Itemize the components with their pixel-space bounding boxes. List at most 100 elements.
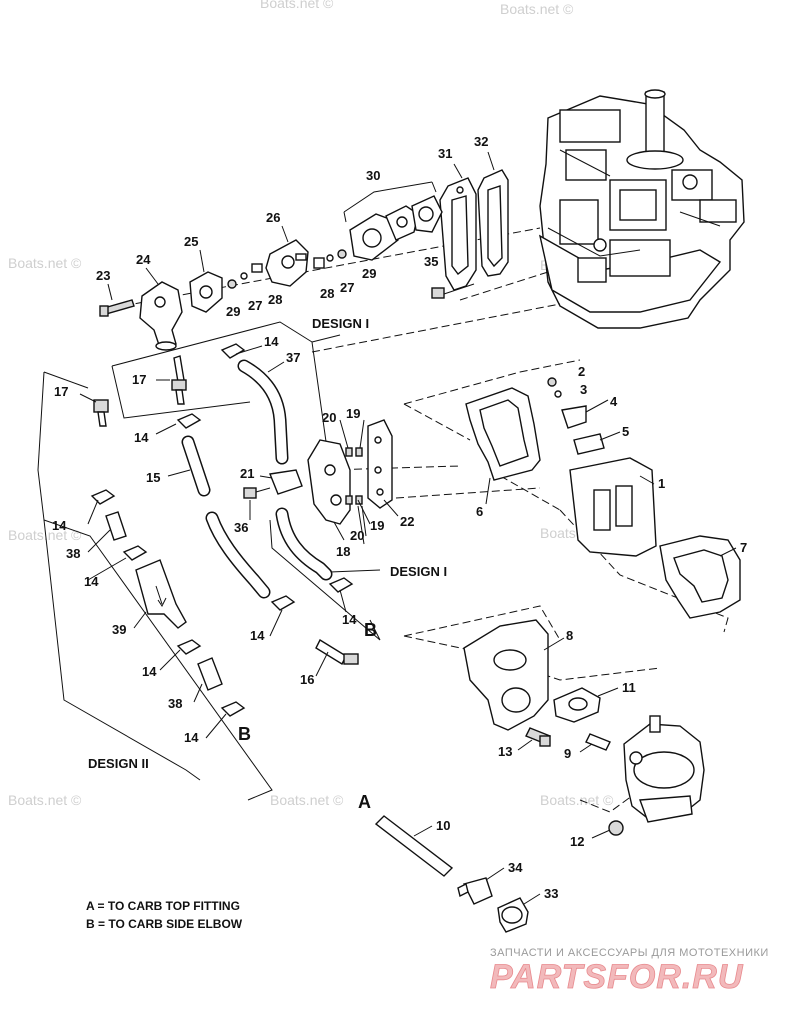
legend-line-a: A = TO CARB TOP FITTING bbox=[86, 899, 240, 913]
design-labels: DESIGN I DESIGN I DESIGN II B B A bbox=[88, 316, 447, 812]
part-label-38-upper: 38 bbox=[66, 546, 80, 561]
design-2-outline bbox=[37, 371, 273, 801]
design-1-lower-hoses bbox=[205, 507, 333, 599]
part-38-tube-lower bbox=[197, 657, 223, 691]
part-label-33: 33 bbox=[544, 886, 558, 901]
marker-a: A bbox=[358, 792, 371, 812]
design-1-label-bottom: DESIGN I bbox=[390, 564, 447, 579]
design-1-label-top: DESIGN I bbox=[312, 316, 369, 331]
parts-27-29-small bbox=[227, 249, 347, 289]
part-30-plate bbox=[343, 181, 443, 261]
part-4-clip bbox=[561, 405, 587, 429]
part-label-24: 24 bbox=[136, 252, 151, 267]
part-label-14-design1-c: 14 bbox=[342, 612, 357, 627]
watermark-text: Boats.net © bbox=[260, 0, 334, 11]
part-label-3: 3 bbox=[580, 382, 587, 397]
marker-b-design-2: B bbox=[238, 724, 251, 744]
part-label-16: 16 bbox=[300, 672, 314, 687]
part-label-36: 36 bbox=[234, 520, 248, 535]
part-16-fitting bbox=[315, 639, 359, 665]
part-35-bolt bbox=[431, 283, 475, 299]
marker-b-design-1: B bbox=[364, 620, 377, 640]
part-label-14-design2-d: 14 bbox=[184, 730, 199, 745]
part-26-housing bbox=[265, 239, 309, 287]
watermark-text: Boats.net © bbox=[270, 792, 344, 808]
design-2-label: DESIGN II bbox=[88, 756, 149, 771]
part-label-20a: 20 bbox=[322, 410, 336, 425]
part-label-28a: 28 bbox=[268, 292, 282, 307]
part-label-22: 22 bbox=[400, 514, 414, 529]
part-31-cover bbox=[439, 177, 477, 291]
shop-tagline: ЗАПЧАСТИ И АКСЕССУАРЫ ДЛЯ МОТОТЕХНИКИ bbox=[490, 947, 769, 959]
part-label-23: 23 bbox=[96, 268, 110, 283]
part-label-37: 37 bbox=[286, 350, 300, 365]
part-label-30: 30 bbox=[366, 168, 380, 183]
part-label-20b: 20 bbox=[350, 528, 364, 543]
part-label-10: 10 bbox=[436, 818, 450, 833]
part-38-tube-upper bbox=[105, 511, 127, 541]
part-label-15: 15 bbox=[146, 470, 160, 485]
shop-logo: PARTSFOR.RU bbox=[490, 958, 744, 996]
part-label-13: 13 bbox=[498, 744, 512, 759]
part-17-fitting-design-1 bbox=[171, 355, 187, 405]
part-label-18: 18 bbox=[336, 544, 350, 559]
part-label-8: 8 bbox=[566, 628, 573, 643]
part-39-fuel-filter bbox=[135, 559, 187, 629]
part-1-reed-block bbox=[569, 457, 657, 557]
part-15-hose bbox=[181, 435, 211, 497]
part-label-26: 26 bbox=[266, 210, 280, 225]
part-5-reed bbox=[573, 433, 605, 455]
part-9-stud bbox=[585, 733, 611, 751]
leader-lines bbox=[79, 151, 737, 905]
part-label-2: 2 bbox=[578, 364, 585, 379]
part-18-bracket bbox=[307, 439, 351, 525]
part-label-14-design2-c: 14 bbox=[142, 664, 157, 679]
part-label-5: 5 bbox=[622, 424, 629, 439]
watermark-text: Boats.net © bbox=[8, 255, 82, 271]
watermark-text: Boats.net © bbox=[8, 527, 82, 543]
legend: A = TO CARB TOP FITTING B = TO CARB SIDE… bbox=[86, 899, 243, 931]
part-22-plate bbox=[367, 419, 393, 509]
part-label-14-design1-top: 14 bbox=[264, 334, 279, 349]
carburetor-illustration bbox=[623, 715, 705, 823]
part-label-31: 31 bbox=[438, 146, 452, 161]
shop-watermark: ЗАПЧАСТИ И АКСЕССУАРЫ ДЛЯ МОТОТЕХНИКИ PA… bbox=[490, 947, 769, 996]
engine-block-illustration bbox=[538, 89, 745, 329]
part-33-grommet bbox=[497, 897, 529, 933]
design-1-outline bbox=[111, 321, 381, 641]
part-6-gasket bbox=[465, 387, 541, 481]
part-11-gasket bbox=[553, 687, 601, 723]
part-label-4: 4 bbox=[610, 394, 618, 409]
part-13-bolt bbox=[525, 727, 551, 747]
part-25-gasket bbox=[189, 271, 223, 313]
part-label-39: 39 bbox=[112, 622, 126, 637]
part-label-14-design2-a: 14 bbox=[52, 518, 67, 533]
part-label-38-lower: 38 bbox=[168, 696, 182, 711]
part-label-1: 1 bbox=[658, 476, 665, 491]
part-23-bolt bbox=[99, 299, 135, 317]
part-label-27b: 27 bbox=[340, 280, 354, 295]
part-label-14-design2-b: 14 bbox=[84, 574, 99, 589]
part-label-19b: 19 bbox=[370, 518, 384, 533]
parts-19-20-springs bbox=[345, 447, 363, 505]
watermark-text: Boats.net © bbox=[8, 792, 82, 808]
part-label-25: 25 bbox=[184, 234, 198, 249]
part-label-28b: 28 bbox=[320, 286, 334, 301]
part-label-27a: 27 bbox=[248, 298, 262, 313]
part-label-12: 12 bbox=[570, 834, 584, 849]
part-2-3-fasteners bbox=[547, 377, 562, 398]
part-label-17-design2: 17 bbox=[54, 384, 68, 399]
part-37-hose bbox=[237, 359, 289, 465]
part-label-21: 21 bbox=[240, 466, 254, 481]
part-21-clamp bbox=[269, 469, 303, 495]
watermark-text: Boats.net © bbox=[540, 792, 614, 808]
part-8-adapter bbox=[463, 619, 549, 731]
part-label-14-design1-mid: 14 bbox=[134, 430, 149, 445]
part-label-19a: 19 bbox=[346, 406, 360, 421]
part-24-elbow bbox=[139, 281, 183, 351]
part-34-grommet bbox=[457, 877, 493, 905]
part-label-35: 35 bbox=[424, 254, 438, 269]
part-7-gasket bbox=[659, 535, 741, 619]
part-label-14-design1-b: 14 bbox=[250, 628, 265, 643]
